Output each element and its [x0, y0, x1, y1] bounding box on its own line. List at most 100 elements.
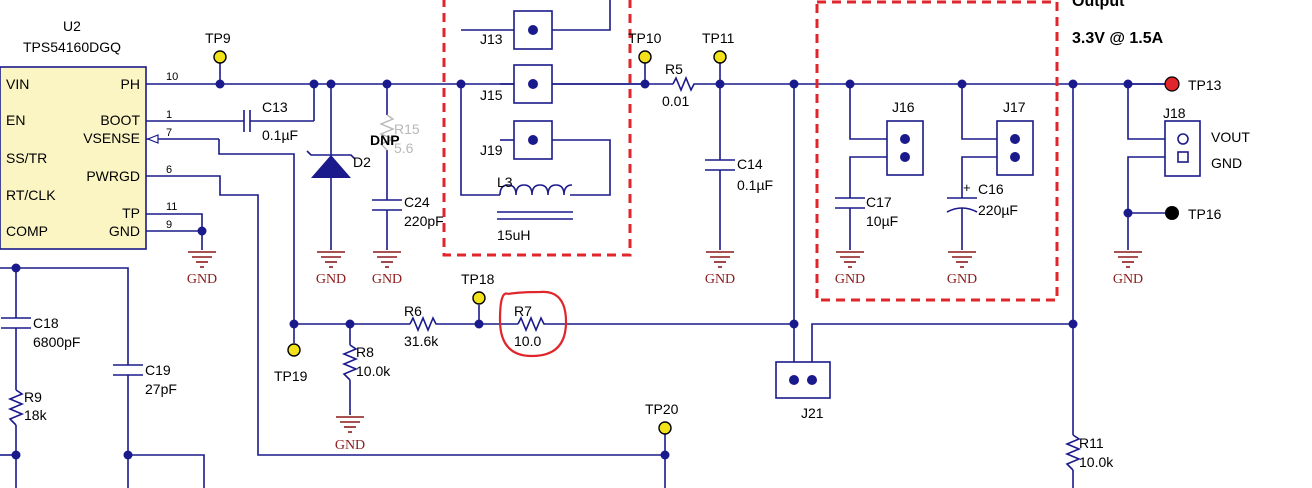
r6-value: 31.6k: [404, 333, 439, 349]
capacitor-c13[interactable]: C13 0.1µF: [243, 99, 298, 143]
ic-pin-comp: COMP: [6, 223, 48, 239]
jumper-j17[interactable]: J17: [996, 99, 1034, 176]
output-capacitor-highlight-box: [815, 0, 1059, 302]
pin-number-7: 7: [166, 127, 172, 139]
jumper-j19[interactable]: J19: [480, 120, 553, 160]
j19-ref: J19: [480, 142, 503, 158]
tp19-label: TP19: [274, 368, 308, 384]
c17-value: 10µF: [866, 213, 898, 229]
r9-value: 18k: [24, 407, 48, 423]
gnd-label: GND: [705, 272, 735, 287]
c16-value: 220µF: [978, 202, 1018, 218]
resistor-r9[interactable]: R9 18k: [7, 389, 48, 426]
test-point-tp11[interactable]: TP11: [702, 30, 735, 64]
resistor-r6[interactable]: R6 31.6k: [404, 303, 439, 349]
c16-ref: C16: [978, 181, 1004, 197]
ic-pin-rt-clk: RT/CLK: [6, 187, 56, 203]
ic-pin-ss-tr: SS/TR: [6, 150, 47, 166]
ic-pin-en: EN: [6, 112, 25, 128]
junction-dots: [11, 79, 1133, 460]
j15-ref: J15: [480, 87, 503, 103]
test-point-tp20[interactable]: TP20: [645, 401, 679, 435]
diode-d2-icon: [311, 155, 351, 178]
c24-ref: C24: [404, 194, 430, 210]
inductor-jumper-highlight-box: [442, 0, 632, 257]
jumper-j16[interactable]: J16: [886, 99, 924, 176]
j21-ref: J21: [801, 405, 824, 421]
r15-ref: R15: [394, 121, 420, 137]
c14-value: 0.1µF: [737, 177, 773, 193]
r9-ref: R9: [24, 389, 42, 405]
test-point-tp16[interactable]: TP16: [1165, 206, 1222, 222]
r8-ref: R8: [356, 344, 374, 360]
resistor-r11[interactable]: R11 10.0k: [1064, 434, 1114, 471]
ic-pin-vin: VIN: [6, 76, 29, 92]
r5-ref: R5: [665, 61, 683, 77]
test-point-tp18[interactable]: TP18: [461, 271, 495, 305]
c18-value: 6800pF: [33, 334, 80, 350]
tp9-label: TP9: [205, 30, 231, 46]
ic-part-label: TPS54160DGQ: [23, 39, 121, 55]
diode-d2[interactable]: D2: [306, 150, 371, 178]
tp13-label: TP13: [1188, 77, 1222, 93]
resistor-r15-dnp[interactable]: R15 5.6 DNP: [370, 114, 420, 156]
ic-pin-vsense: VSENSE: [83, 130, 140, 146]
capacitor-c17[interactable]: C17 10µF: [835, 194, 898, 229]
ground-symbol: GND: [187, 251, 217, 287]
dnp-marker: DNP: [370, 132, 400, 148]
gnd-label: GND: [372, 272, 402, 287]
c16-polarity-icon: +: [963, 180, 971, 195]
r11-value: 10.0k: [1079, 454, 1114, 470]
ic-body: [0, 66, 147, 250]
tp18-label: TP18: [461, 271, 495, 287]
tp11-label: TP11: [702, 30, 735, 46]
j16-ref: J16: [892, 99, 915, 115]
tp20-label: TP20: [645, 401, 679, 417]
jumper-j21[interactable]: J21: [775, 361, 831, 421]
test-point-tp19[interactable]: TP19: [274, 343, 308, 384]
wires: [0, 0, 1175, 488]
d2-ref: D2: [353, 154, 371, 170]
ic-pin-tp: TP: [122, 205, 140, 221]
connector-j18[interactable]: J18 VOUT GND: [1163, 105, 1250, 177]
capacitor-c19[interactable]: C19 27pF: [113, 362, 177, 397]
gnd-label: GND: [1113, 272, 1143, 287]
jumper-j15[interactable]: J15: [480, 64, 553, 104]
test-point-tp10[interactable]: TP10: [628, 30, 662, 64]
pin-number-6: 6: [166, 164, 172, 176]
capacitor-c24[interactable]: C24 220pF: [372, 194, 444, 229]
gnd-label: GND: [947, 272, 977, 287]
capacitor-c14[interactable]: C14 0.1µF: [705, 156, 773, 193]
resistor-r7[interactable]: R7 10.0: [498, 290, 568, 358]
pin-number-10: 10: [166, 71, 178, 83]
c13-ref: C13: [262, 99, 288, 115]
j18-ref: J18: [1163, 105, 1186, 121]
c18-ref: C18: [33, 315, 59, 331]
c14-ref: C14: [737, 156, 763, 172]
test-point-tp13[interactable]: TP13: [1128, 76, 1222, 93]
gnd-label: GND: [187, 272, 217, 287]
resistor-r5[interactable]: R5 0.01: [662, 61, 697, 109]
j18-vout-label: VOUT: [1211, 129, 1250, 145]
resistor-r8[interactable]: R8 10.0k: [341, 344, 391, 381]
ground-symbol: GND: [835, 251, 865, 287]
r15-value: 5.6: [394, 140, 414, 156]
ic-ref-label: U2: [63, 18, 81, 34]
r11-ref: R11: [1079, 435, 1104, 451]
l3-value: 15uH: [497, 227, 530, 243]
capacitor-c16[interactable]: + C16 220µF: [946, 180, 1018, 218]
vsense-input-arrow-icon: [146, 134, 159, 144]
r7-ref: R7: [514, 303, 532, 319]
j13-ref: J13: [480, 31, 503, 47]
inductor-l3[interactable]: L3 15uH: [497, 174, 573, 243]
tp10-label: TP10: [628, 30, 662, 46]
tp16-label: TP16: [1188, 206, 1222, 222]
c24-value: 220pF: [404, 213, 444, 229]
ic-pin-boot: BOOT: [100, 112, 140, 128]
capacitor-c18[interactable]: C18 6800pF: [1, 315, 80, 350]
ic-u2[interactable]: U2 TPS54160DGQ VIN EN SS/TR RT/CLK COMP …: [0, 18, 178, 250]
pin-number-1: 1: [166, 109, 172, 121]
jumper-j13[interactable]: J13: [480, 10, 553, 50]
test-point-tp9[interactable]: TP9: [205, 30, 231, 64]
